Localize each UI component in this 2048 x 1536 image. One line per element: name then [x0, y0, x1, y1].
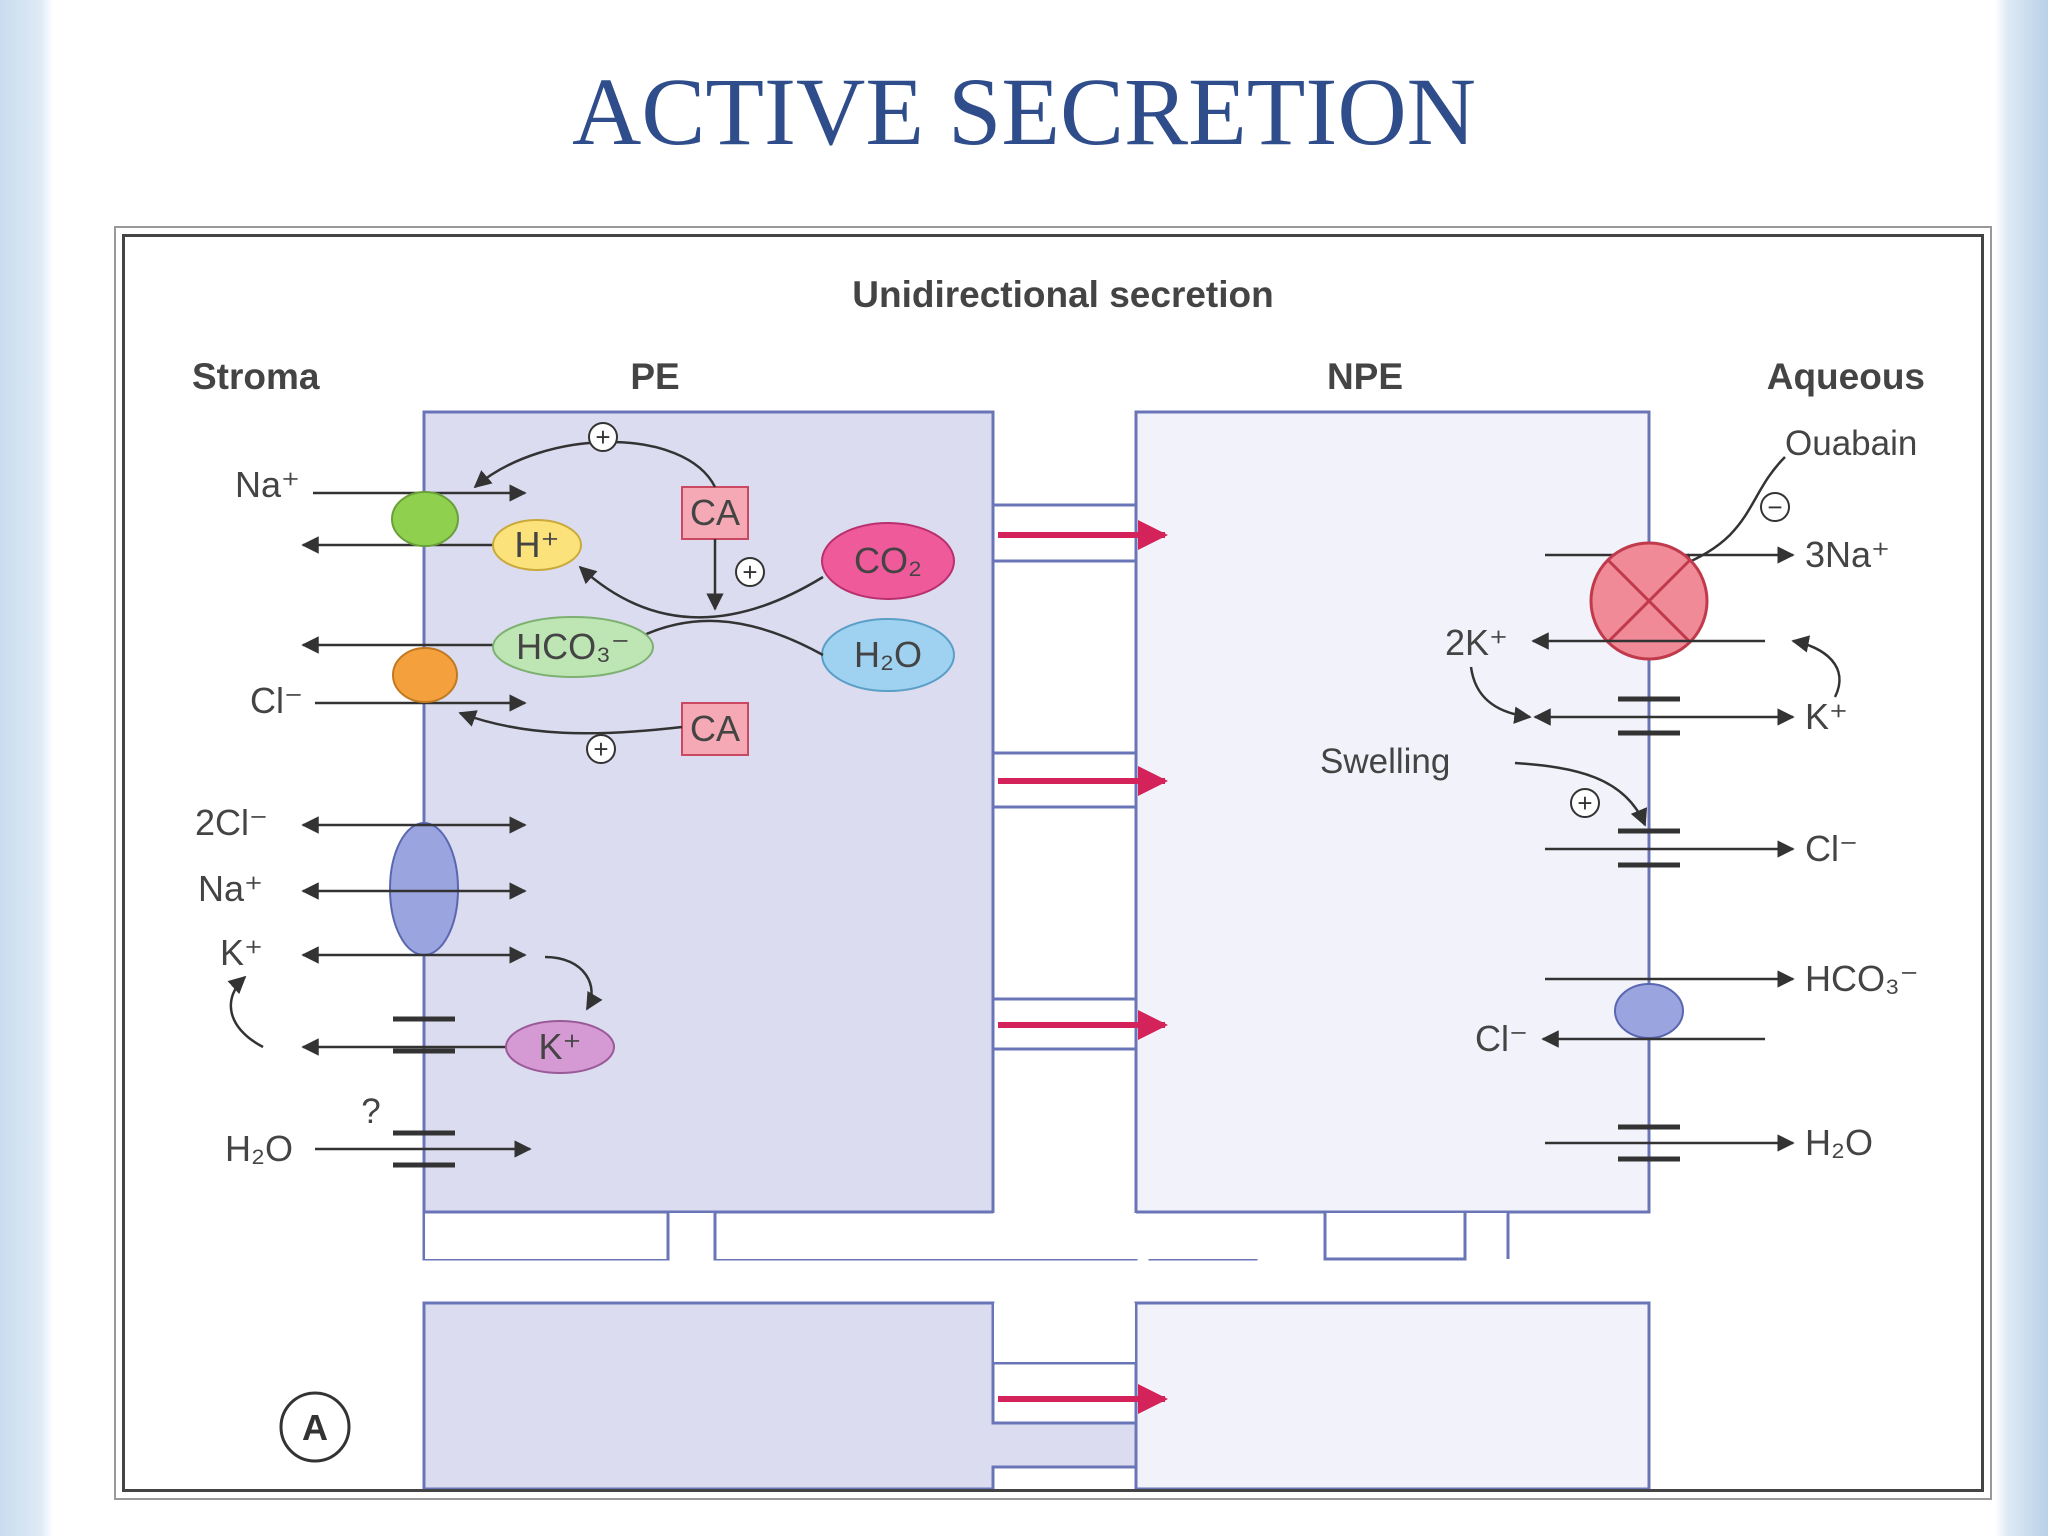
- cleft-lower-2: [991, 1465, 1138, 1489]
- label-na-top: Na⁺: [235, 464, 300, 505]
- arrow-2k-recycle: [1469, 666, 1532, 724]
- plus-label-1: +: [595, 422, 610, 452]
- region-label-stroma: Stroma: [192, 356, 320, 397]
- figure-title: Unidirectional secretion: [852, 274, 1274, 315]
- na-h-exchanger: [391, 491, 459, 547]
- label-co2: CO₂: [854, 540, 922, 581]
- label-hco3: HCO₃⁻: [516, 626, 630, 667]
- h-ion: [492, 519, 582, 571]
- label-2cl: 2Cl⁻: [195, 802, 268, 843]
- plus-sign-2: [735, 557, 765, 587]
- k-ion: [505, 1020, 615, 1074]
- arrow-h2o-to-hco3: [629, 619, 824, 657]
- cl-hco3-exchanger-npe: [1614, 983, 1684, 1039]
- label-hco3-npe: HCO₃⁻: [1805, 958, 1919, 999]
- label-cl-exchange: Cl⁻: [1475, 1018, 1528, 1059]
- label-question: ?: [361, 1092, 380, 1131]
- label-ouabain: Ouabain: [1785, 424, 1917, 463]
- arrow-k-npe-recycle: [1791, 635, 1841, 698]
- plus-label-npe: +: [1577, 788, 1592, 818]
- arrow-ca-to-cl: [458, 710, 683, 735]
- label-h2o: H₂O: [225, 1128, 293, 1169]
- cleft-lower-fill: [994, 1303, 1135, 1362]
- cleft-white-bottom: [425, 1213, 1649, 1259]
- cleft-lower: [991, 1361, 1138, 1425]
- cl-hco3-exchanger: [392, 647, 458, 703]
- co2-molecule: [821, 522, 955, 600]
- cleft-bottom-lines: [424, 1210, 1649, 1261]
- label-cl-channel: Cl⁻: [1805, 828, 1858, 869]
- label-cl: Cl⁻: [250, 680, 303, 721]
- secretion-diagram: Unidirectional secretion Stroma PE NPE A…: [192, 274, 1925, 1489]
- panel-label-circle: [279, 1391, 351, 1463]
- figure-frame: Unidirectional secretion Stroma PE NPE A…: [114, 226, 1992, 1500]
- pump-cross-2: [1606, 558, 1692, 644]
- region-label-npe: NPE: [1327, 356, 1403, 397]
- label-h2o-npe: H₂O: [1805, 1122, 1873, 1163]
- arrow-swelling: [1514, 761, 1648, 827]
- label-ca-top: CA: [690, 492, 740, 533]
- label-h2o-enzyme: H₂O: [854, 634, 922, 675]
- label-swelling: Swelling: [1320, 742, 1450, 781]
- ca-box-top: [681, 486, 749, 540]
- panel-label: A: [302, 1407, 328, 1448]
- na-k-2cl-cotransporter: [389, 822, 459, 956]
- label-ca-bottom: CA: [690, 708, 740, 749]
- arrow-co2-to-h: [578, 565, 824, 619]
- label-h: H⁺: [515, 524, 560, 565]
- npe-cell-upper: [1134, 410, 1651, 1261]
- npe-cell-lower: [1134, 1301, 1651, 1489]
- minus-label: −: [1767, 492, 1782, 522]
- region-label-aqueous: Aqueous: [1767, 356, 1925, 397]
- arrow-k-recycle-left: [227, 975, 264, 1049]
- label-k-npe: K⁺: [1805, 696, 1848, 737]
- minus-sign: [1760, 492, 1790, 522]
- region-label-pe: PE: [630, 356, 679, 397]
- plus-sign-1: [588, 422, 618, 452]
- plus-sign-npe: [1570, 788, 1600, 818]
- label-2k: 2K⁺: [1445, 622, 1508, 663]
- plus-label-3: +: [593, 734, 608, 764]
- label-k-channel: K⁺: [538, 1026, 581, 1067]
- label-3na: 3Na⁺: [1805, 534, 1890, 575]
- cleft-junction-2: [991, 805, 1138, 1001]
- plus-label-2: +: [742, 557, 757, 587]
- plus-sign-3: [586, 734, 616, 764]
- slide-title: ACTIVE SECRETION: [572, 58, 1476, 165]
- arrow-k-recycle-right: [544, 955, 603, 1011]
- label-na-cotransport: Na⁺: [198, 868, 263, 909]
- ca-box-bottom: [681, 702, 749, 756]
- hco3-ion: [492, 616, 654, 678]
- cleft-junction-1: [991, 559, 1138, 755]
- slide: ACTIVE SECRETION Unidirectional secretio…: [52, 0, 1996, 1536]
- label-k-cotransport: K⁺: [220, 932, 263, 973]
